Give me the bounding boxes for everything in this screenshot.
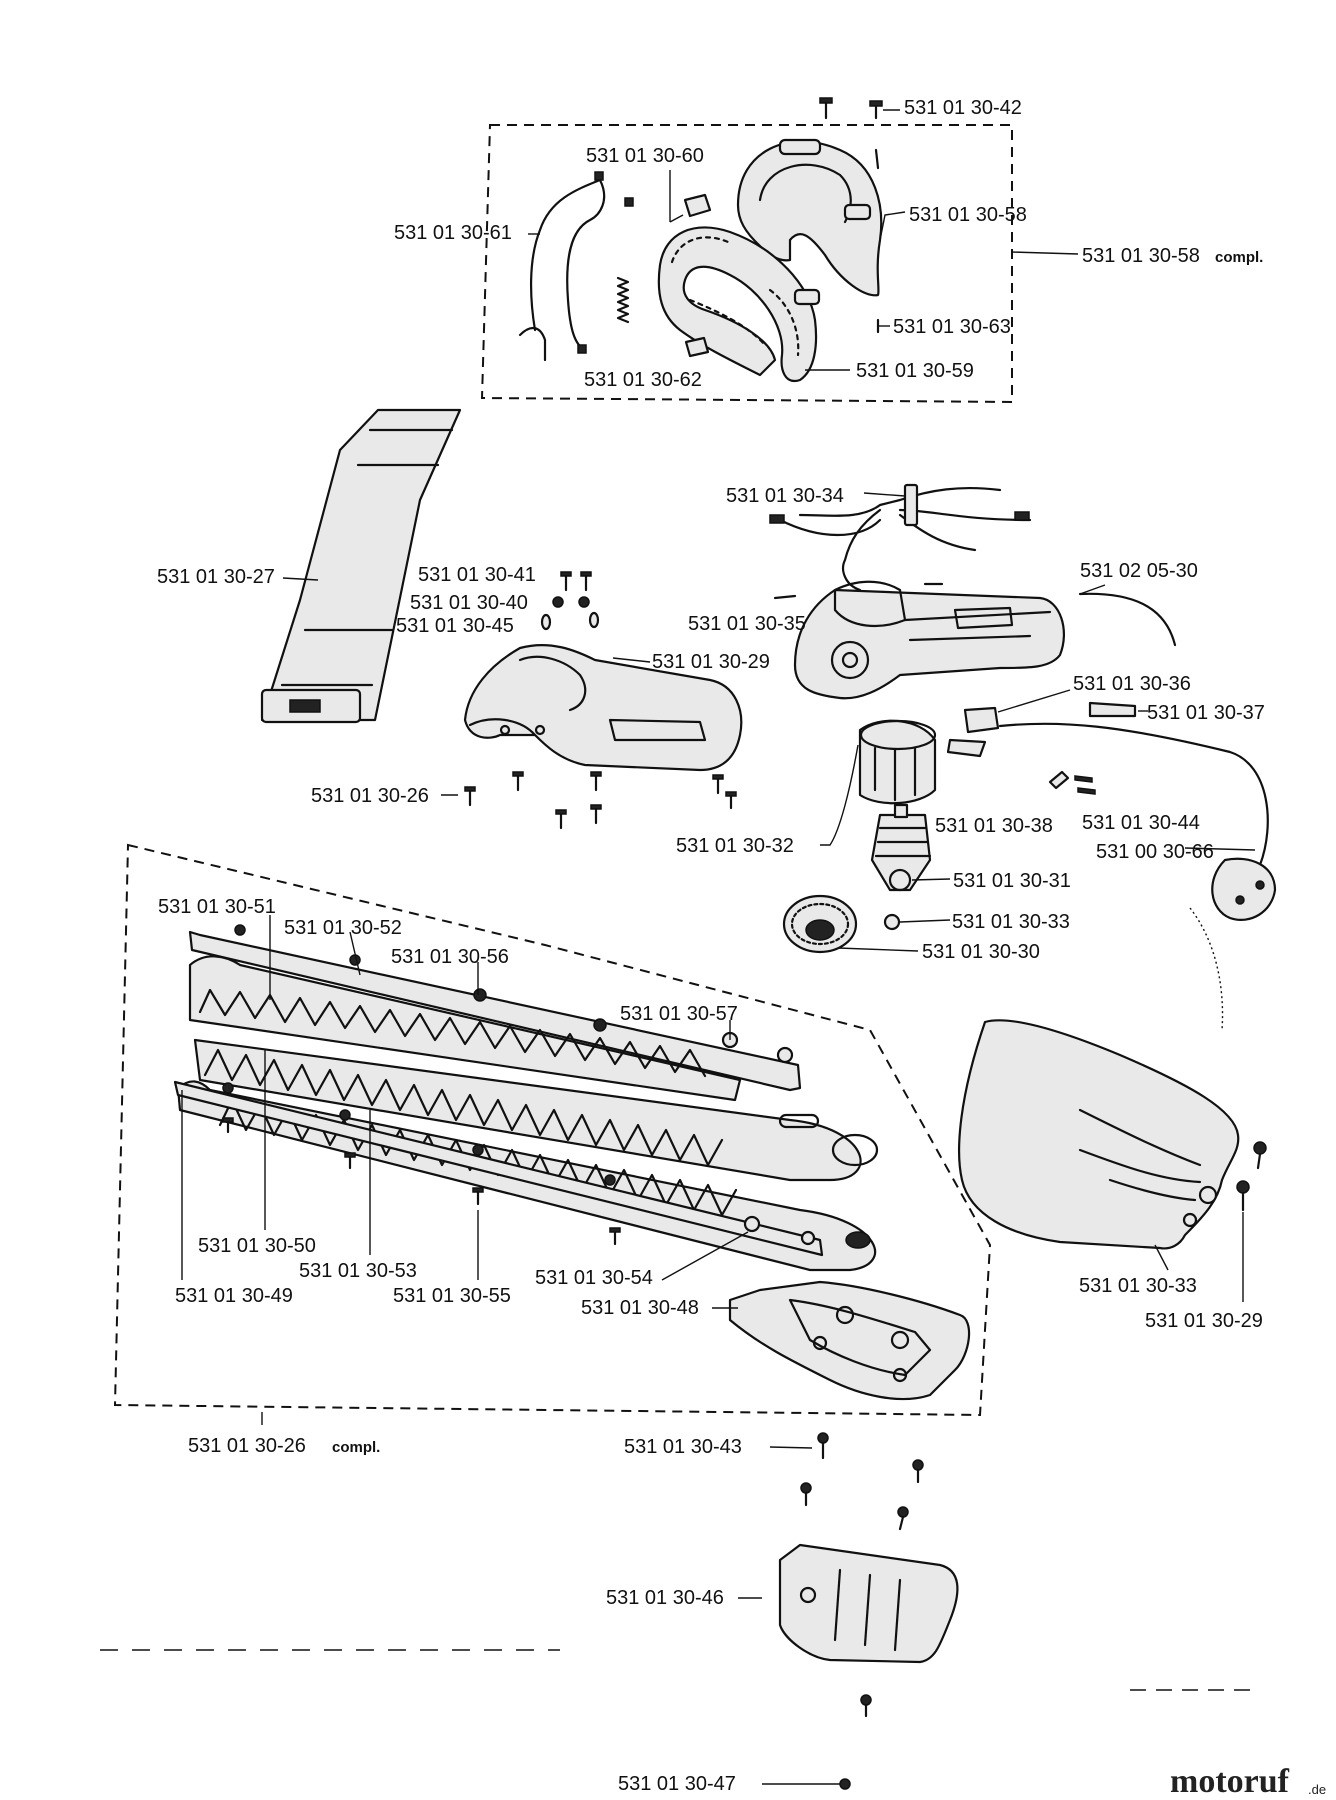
screws-26 (441, 771, 737, 830)
label-56: 531 01 30-56 (391, 946, 509, 968)
label-0205-30: 531 02 05-30 (1080, 560, 1198, 582)
label-46: 531 01 30-46 (606, 1587, 724, 1609)
label-29b: 531 01 30-29 (1145, 1310, 1263, 1332)
housing-lower-29 (463, 644, 743, 772)
label-54: 531 01 30-54 (535, 1267, 653, 1289)
label-45: 531 01 30-45 (396, 615, 514, 637)
gearbox-cover-33b (958, 907, 1267, 1302)
watermark: motoruf .de (1170, 1763, 1326, 1800)
label-36: 531 01 30-36 (1073, 673, 1191, 695)
handle-inner-grip (657, 226, 818, 383)
cable-0205-30 (1078, 592, 1177, 647)
screws-44 (1074, 775, 1096, 795)
screw-47 (762, 1694, 872, 1790)
housing-upper (769, 483, 1065, 700)
screws-41 (560, 571, 592, 592)
screws-43 (769, 1432, 924, 1531)
watermark-tld: .de (1308, 1782, 1326, 1797)
label-63: 531 01 30-63 (893, 316, 1011, 338)
label-31: 531 01 30-31 (953, 870, 1071, 892)
label-0066: 531 00 30-66 (1096, 841, 1214, 863)
switch-part-60 (669, 170, 712, 223)
label-26: 531 01 30-26 (311, 785, 429, 807)
label-57: 531 01 30-57 (620, 1003, 738, 1025)
label-62: 531 01 30-62 (584, 369, 702, 391)
upper-blade-51 (188, 955, 742, 1102)
label-33b: 531 01 30-33 (1079, 1275, 1197, 1297)
label-58-compl-suffix: compl. (1215, 249, 1263, 266)
label-51: 531 01 30-51 (158, 896, 276, 918)
label-26-compl: 531 01 30-26 (188, 1435, 306, 1457)
gear-30 (782, 894, 919, 954)
watermark-brand: motoruf (1170, 1763, 1290, 1800)
power-cord-0066 (998, 722, 1277, 921)
label-59: 531 01 30-59 (856, 360, 974, 382)
label-29a: 531 01 30-29 (652, 651, 770, 673)
clamp-38 (1048, 770, 1070, 790)
gear-housing-48 (712, 1280, 971, 1401)
armature-31 (870, 803, 951, 892)
label-49: 531 01 30-49 (175, 1285, 293, 1307)
label-41: 531 01 30-41 (418, 564, 536, 586)
label-27: 531 01 30-27 (157, 566, 275, 588)
blade-cover-27 (260, 408, 462, 724)
wiring-34 (778, 486, 1032, 592)
base-plate-46 (738, 1543, 959, 1664)
blade-assembly-group (113, 843, 992, 1417)
label-48: 531 01 30-48 (581, 1297, 699, 1319)
part-labels: 531 01 30-42 531 01 30-60 531 01 30-58 5… (157, 97, 1265, 1795)
label-47: 531 01 30-47 (618, 1773, 736, 1795)
label-50: 531 01 30-50 (198, 1235, 316, 1257)
switch-36 (946, 689, 1071, 758)
wiring-61 (518, 171, 634, 362)
label-40: 531 01 30-40 (410, 592, 528, 614)
bearing-33a (883, 913, 951, 931)
label-37: 531 01 30-37 (1147, 702, 1265, 724)
handle-assembly-group (480, 97, 1079, 404)
label-34: 531 01 30-34 (726, 485, 844, 507)
switch-part-62 (684, 336, 710, 358)
nuts-45 (540, 611, 600, 631)
label-44: 531 01 30-44 (1082, 812, 1200, 834)
label-53: 531 01 30-53 (299, 1260, 417, 1282)
screws-35 (773, 582, 944, 600)
label-58: 531 01 30-58 (909, 204, 1027, 226)
label-52: 531 01 30-52 (284, 917, 402, 939)
label-30: 531 01 30-30 (922, 941, 1040, 963)
blade-guide-52 (188, 930, 802, 1092)
label-26-compl-suffix: compl. (332, 1439, 380, 1456)
screw-42-b (869, 100, 883, 120)
label-38: 531 01 30-38 (935, 815, 1053, 837)
screw-42-a (819, 97, 833, 120)
label-61: 531 01 30-61 (394, 222, 512, 244)
label-43: 531 01 30-43 (624, 1436, 742, 1458)
label-32: 531 01 30-32 (676, 835, 794, 857)
guide-strip-54 (173, 1080, 824, 1257)
stator-32 (820, 719, 937, 846)
grommet-37 (1088, 701, 1148, 718)
spring-62 (616, 276, 630, 324)
screws-29b (1236, 1141, 1267, 1302)
label-55: 531 01 30-55 (393, 1285, 511, 1307)
label-58-compl: 531 01 30-58 (1082, 245, 1200, 267)
label-35: 531 01 30-35 (688, 613, 806, 635)
label-60: 531 01 30-60 (586, 145, 704, 167)
washers-40 (552, 596, 590, 608)
label-33a: 531 01 30-33 (952, 911, 1070, 933)
label-42: 531 01 30-42 (904, 97, 1022, 119)
